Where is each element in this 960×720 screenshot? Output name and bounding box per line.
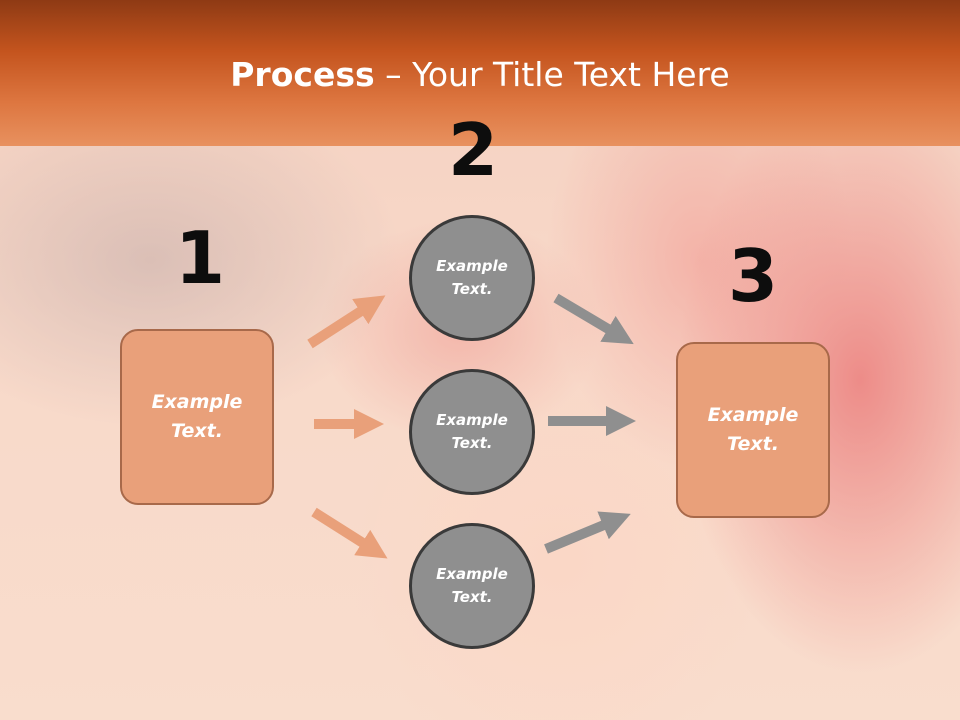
step-1-box: Example Text. — [120, 329, 274, 505]
step-3-box: Example Text. — [676, 342, 830, 518]
title-rest: – Your Title Text Here — [374, 55, 730, 94]
slide-title: Process – Your Title Text Here — [0, 54, 960, 96]
arrow-top-circle-to-box3 — [553, 293, 634, 345]
title-bold: Process — [230, 55, 375, 94]
step-1-text: Example Text. — [151, 391, 243, 442]
step-3-text: Example Text. — [707, 404, 799, 455]
step-2-circle-bottom: Example Text. — [409, 523, 535, 649]
step-2-circle-top: Example Text. — [409, 215, 535, 341]
step-number-2: 2 — [447, 108, 499, 192]
title-band: Process – Your Title Text Here — [0, 0, 960, 146]
step-2-circle-middle: Example Text. — [409, 369, 535, 495]
circle-bottom-text: Example Text. — [436, 565, 508, 606]
arrow-bot-circle-to-box3 — [544, 511, 631, 554]
arrow-box1-to-bot-circle — [311, 507, 388, 559]
step-number-1: 1 — [174, 216, 226, 300]
arrow-box1-to-top-circle — [307, 295, 386, 349]
circle-top-text: Example Text. — [436, 257, 508, 298]
circle-middle-text: Example Text. — [436, 411, 508, 452]
step-number-3: 3 — [727, 234, 779, 318]
